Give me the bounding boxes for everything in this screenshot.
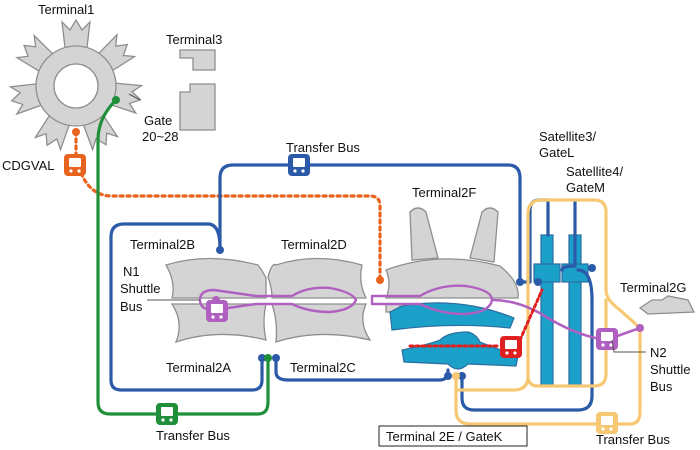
transfer-bus-blue-route[interactable] [109,163,596,412]
train-icon[interactable] [64,154,86,176]
gate-20-28-building[interactable] [179,83,216,131]
n2-label-line2: Shuttle [650,362,690,377]
terminal2d-label: Terminal2D [281,237,347,252]
n1-label-line1: N1 [123,264,140,279]
satellite4-label-line1: Satellite4/ [566,164,623,179]
bus-icon[interactable] [288,154,310,176]
terminal1-building[interactable] [8,18,144,152]
n2-label-line1: N2 [650,345,667,360]
satellite3-label-line2: GateL [539,145,574,160]
leader-lines [128,93,646,353]
bus-icon[interactable] [596,412,618,434]
transfer-bus-bottom-left-label: Transfer Bus [156,428,230,443]
gate-label: Gate [144,113,172,128]
n1-label-line3: Bus [120,299,143,314]
terminal2a-label: Terminal2A [166,360,231,375]
cdgval-label: CDGVAL [2,158,55,173]
terminal2f-label: Terminal2F [412,185,476,200]
n2-shuttle-route[interactable] [490,298,644,342]
terminal2e-box-label: Terminal 2E / GateK [386,429,503,444]
bus-icon[interactable] [596,328,618,350]
transfer-bus-top-label: Transfer Bus [286,140,360,155]
terminal2-halls[interactable] [165,207,519,344]
terminal2e-building[interactable] [389,302,519,370]
terminal2e-link-route[interactable] [408,288,544,348]
satellite4-label-line2: GateM [566,180,605,195]
terminal3-label: Terminal3 [166,32,222,47]
terminal2c-label: Terminal2C [290,360,356,375]
satellite3-building[interactable] [533,234,561,386]
satellite4-building[interactable] [561,234,589,386]
bus-icon[interactable] [156,403,178,425]
transfer-bus-green-route[interactable] [96,96,272,416]
terminal2g-building[interactable] [638,295,696,315]
gate-range-label: 20~28 [142,129,179,144]
terminal2b-label: Terminal2B [130,237,195,252]
terminal3-building[interactable] [179,49,216,71]
terminal2g-label: Terminal2G [620,280,686,295]
n1-label-line2: Shuttle [120,281,160,296]
n2-label-line3: Bus [650,379,673,394]
transfer-bus-bottom-right-label: Transfer Bus [596,432,670,447]
terminal1-label: Terminal1 [38,2,94,17]
train-icon[interactable] [500,336,522,358]
terminal2e-box-frame [378,425,528,447]
satellite3-label-line1: Satellite3/ [539,129,596,144]
bus-icon[interactable] [206,300,228,322]
